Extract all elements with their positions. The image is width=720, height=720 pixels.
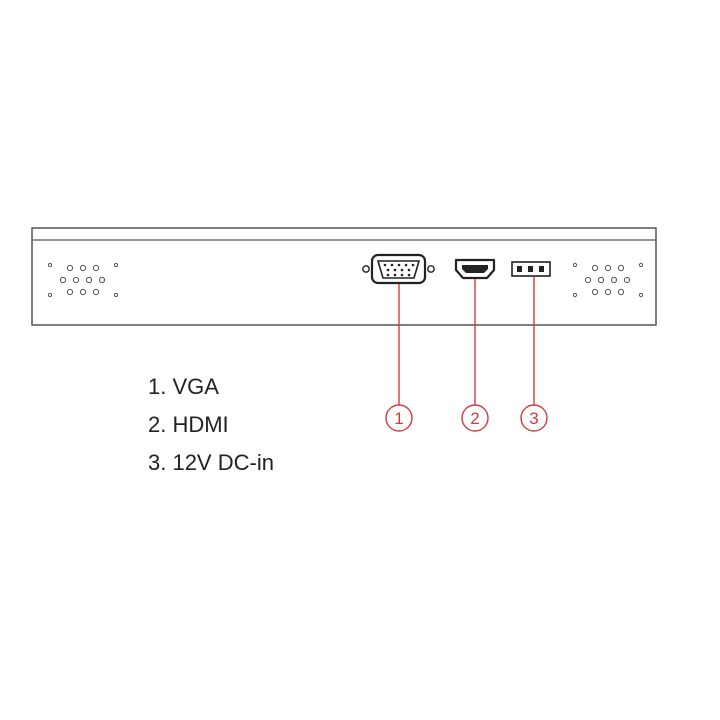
legend-item-hdmi: 2. HDMI: [148, 412, 229, 437]
dc-power-port-icon: [511, 261, 551, 277]
callout-leaders: [398, 277, 535, 405]
right-vent-icon: [572, 262, 644, 298]
callout-3: 3: [520, 404, 548, 432]
callout-2: 2: [461, 404, 489, 432]
callout-number-1: 1: [394, 409, 403, 428]
hdmi-port-icon: [454, 258, 496, 280]
callout-number-3: 3: [529, 409, 538, 428]
device-panel: [31, 227, 657, 326]
vga-port-icon: [362, 253, 435, 285]
port-legend: 1. VGA 2. HDMI 3. 12V DC-in: [148, 368, 274, 482]
callout-1: 1: [385, 404, 413, 432]
left-vent-icon: [47, 262, 119, 298]
callout-number-2: 2: [470, 409, 479, 428]
legend-item-dc-in: 3. 12V DC-in: [148, 450, 274, 475]
legend-item-vga: 1. VGA: [148, 374, 219, 399]
